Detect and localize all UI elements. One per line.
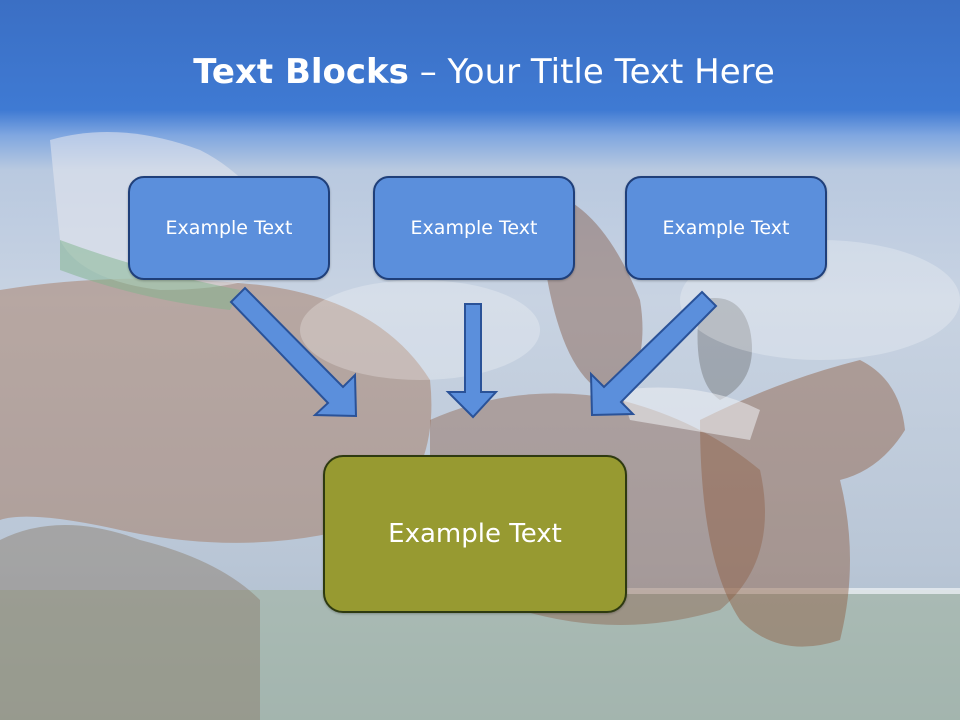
text-block-main[interactable]: Example Text: [323, 455, 627, 613]
arrow-left-diagonal: [229, 286, 358, 418]
slide-title: Text Blocks – Your Title Text Here: [0, 52, 960, 92]
arrow-right-diagonal: [589, 290, 718, 417]
text-block-3[interactable]: Example Text: [625, 176, 827, 280]
title-separator: –: [408, 52, 448, 92]
text-block-1[interactable]: Example Text: [128, 176, 330, 280]
title-rest: Your Title Text Here: [447, 52, 775, 92]
arrow-center-down: [445, 303, 499, 419]
text-block-2[interactable]: Example Text: [373, 176, 575, 280]
title-bold: Text Blocks: [193, 52, 409, 92]
